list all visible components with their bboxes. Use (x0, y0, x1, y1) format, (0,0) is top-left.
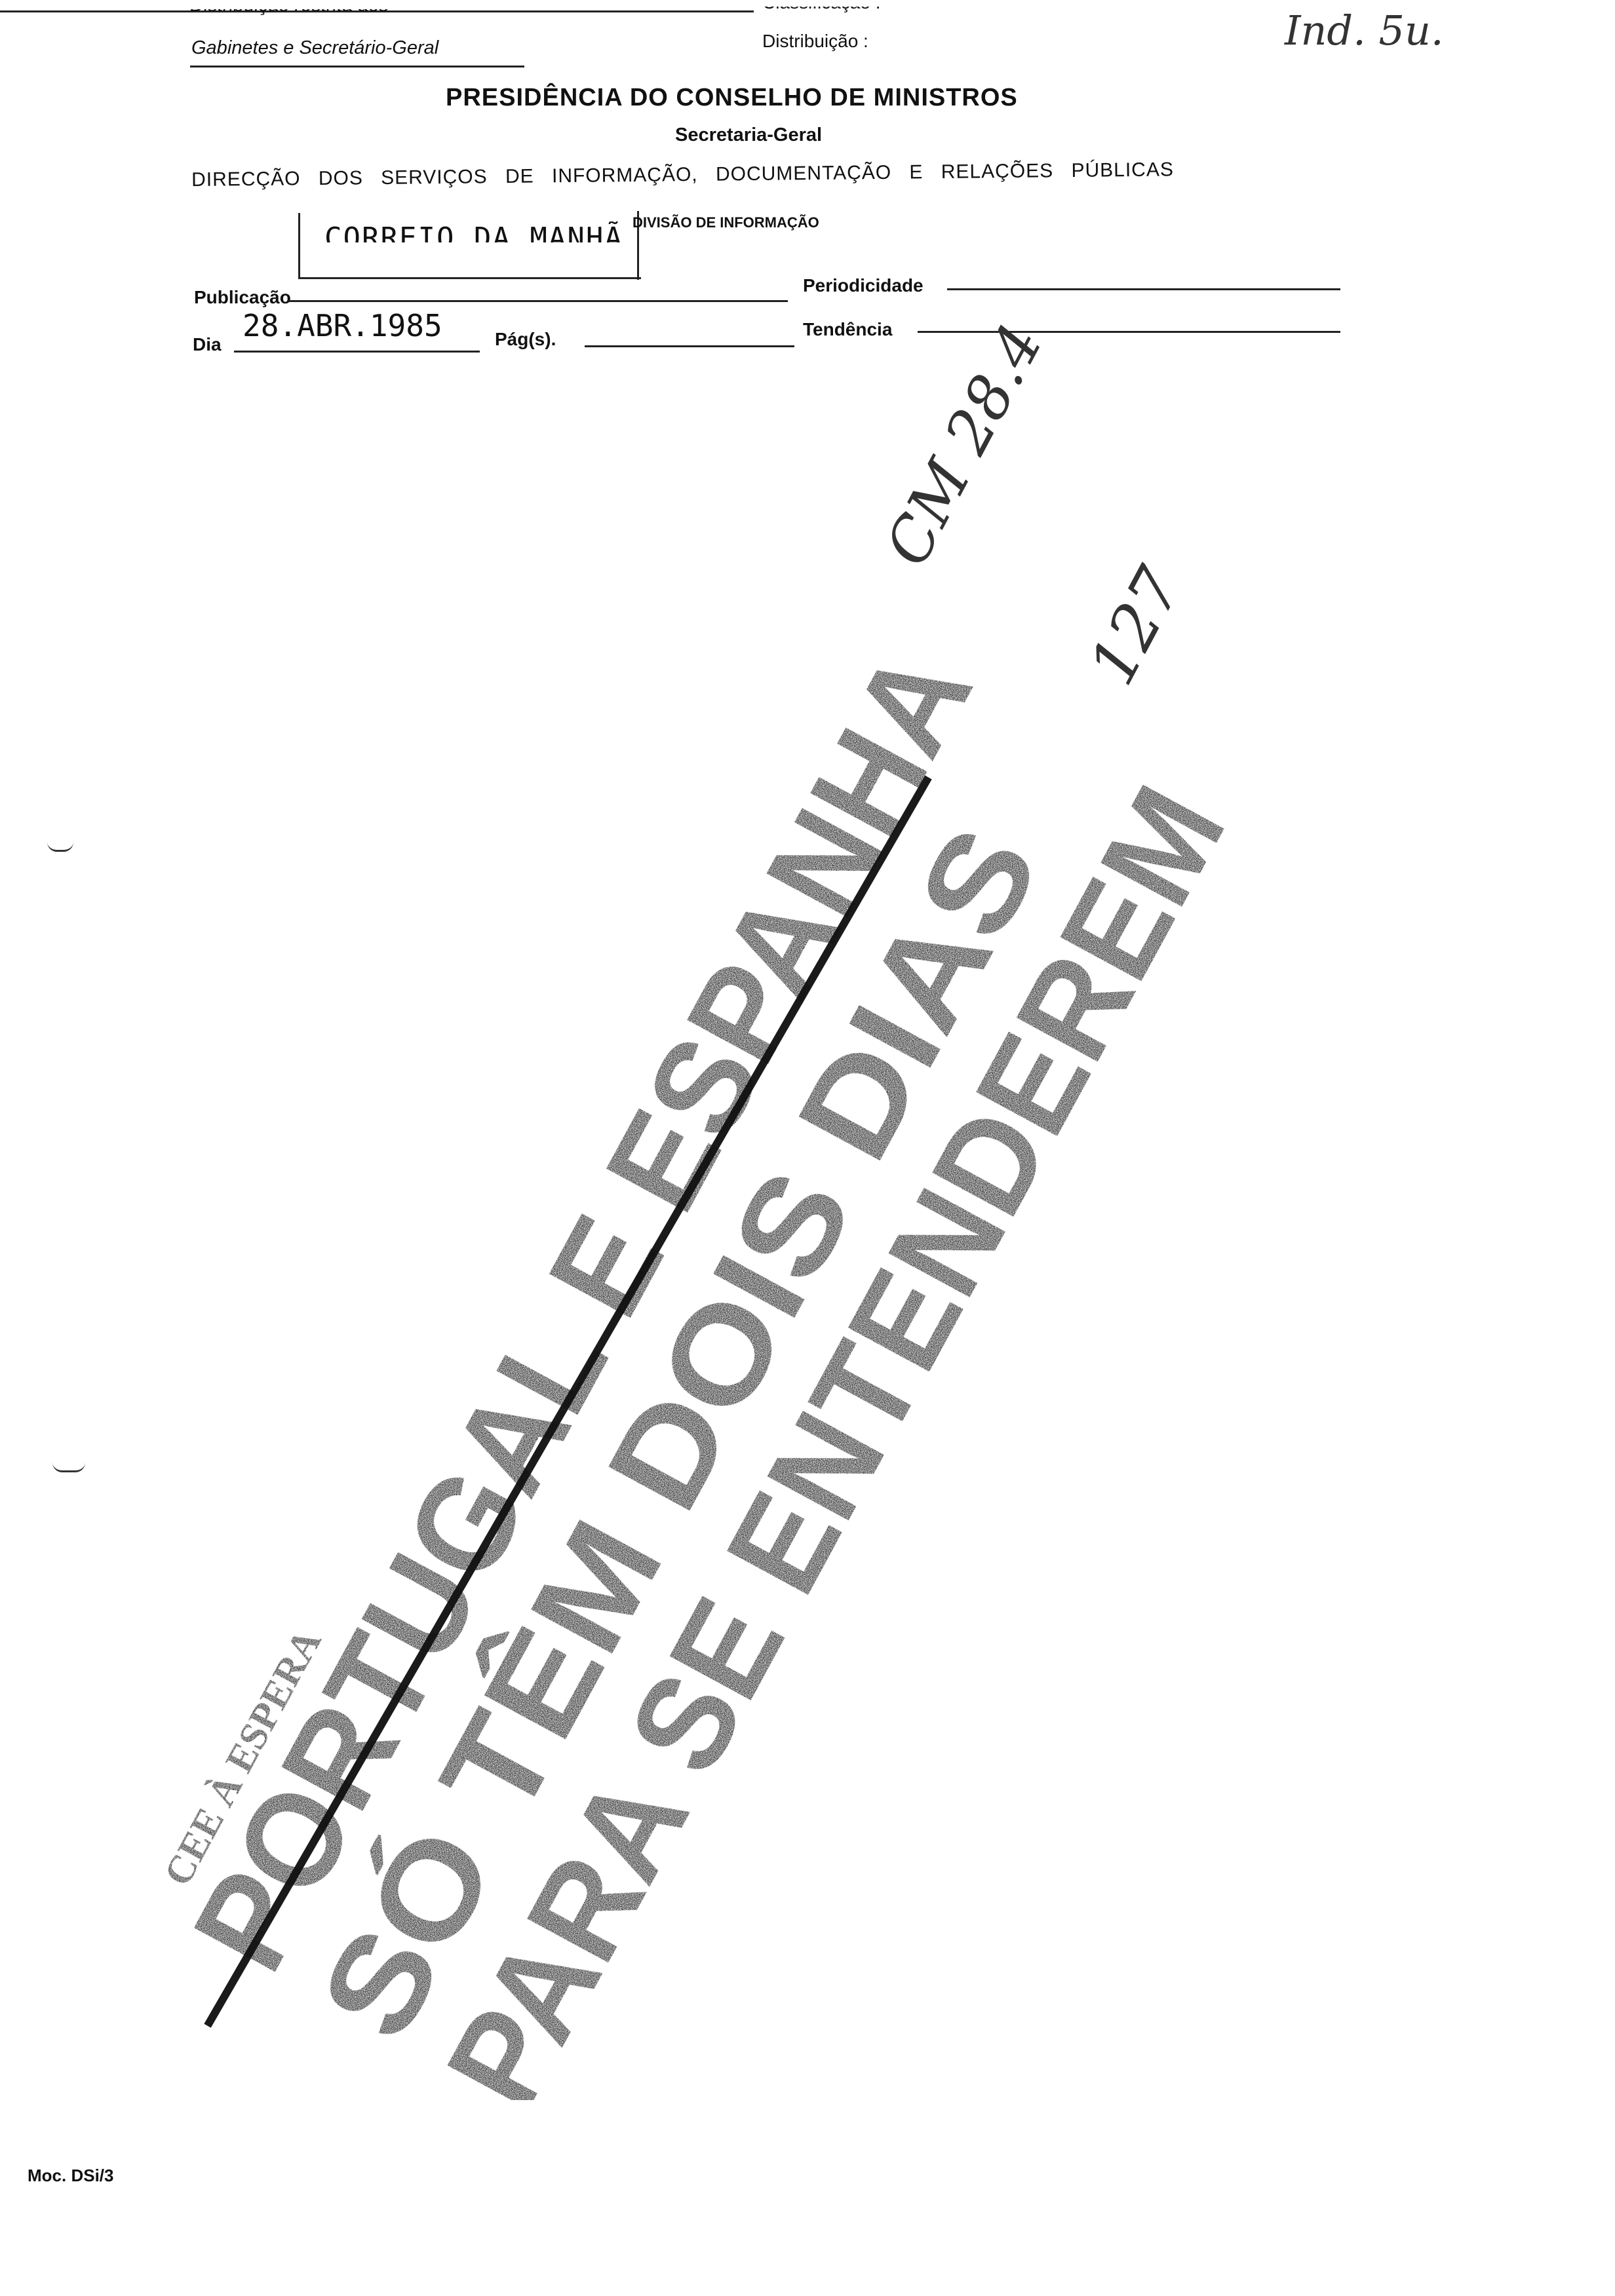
day-label: Dia (193, 334, 222, 354)
headline-line-3: PARA SE ENTENDEREM (418, 763, 1254, 2100)
handwritten-top-note: Ind. 5u. (1285, 7, 1444, 54)
cabinets-underline (190, 66, 524, 67)
secretariat-label: Secretaria-Geral (675, 124, 823, 145)
tendency-label: Tendência (803, 319, 893, 339)
pages-label: Pág(s). (495, 329, 556, 349)
tendency-line (918, 331, 1340, 333)
headline-line-2: SÓ TÊM DOIS DIAS (291, 804, 1067, 2062)
publication-line (288, 300, 788, 302)
handwritten-note-line-1: CM 28.4 (872, 313, 1057, 577)
clipping-bottom-rule (204, 775, 932, 2028)
periodicity-label: Periodicidade (803, 275, 924, 296)
periodicity-line (947, 288, 1340, 290)
directorate-label: DIRECÇÃO DOS SERVIÇOS DE INFORMAÇÃO, DOC… (191, 159, 1175, 191)
source-stamp-text: CORREIO DA MANHÃ (324, 221, 623, 250)
form-code: Moc. DSi/3 (28, 2166, 114, 2185)
classification-label: Classificação : (762, 0, 881, 12)
handwritten-note-line-2: 127 (1075, 556, 1196, 697)
binder-mark-2 (52, 1463, 85, 1472)
source-stamp-box (298, 213, 641, 279)
division-label: DIVISÃO DE INFORMAÇÃO (632, 214, 819, 231)
pages-line (585, 345, 794, 347)
binder-mark-1 (47, 842, 73, 852)
day-value: 28.ABR.1985 (243, 308, 442, 343)
top-rule (0, 10, 754, 12)
publication-label: Publicação (194, 287, 291, 307)
source-stamp-box-right (637, 211, 639, 280)
headline-line-1: PORTUGAL E ESPANHA (165, 626, 1000, 1993)
cabinets-note: Gabinetes e Secretário-Geral (191, 37, 439, 58)
newspaper-clipping: CEE À ESPERA PORTUGAL E ESPANHA SÓ TÊM D… (156, 626, 1254, 2100)
presidency-title: PRESIDÊNCIA DO CONSELHO DE MINISTROS (446, 84, 1018, 111)
day-line (234, 351, 480, 353)
distribution-label: Distribuição : (762, 31, 868, 51)
clipping-kicker: CEE À ESPERA (156, 1622, 330, 1892)
restricted-distribution-note: Distribuição restrita aos (190, 0, 389, 16)
